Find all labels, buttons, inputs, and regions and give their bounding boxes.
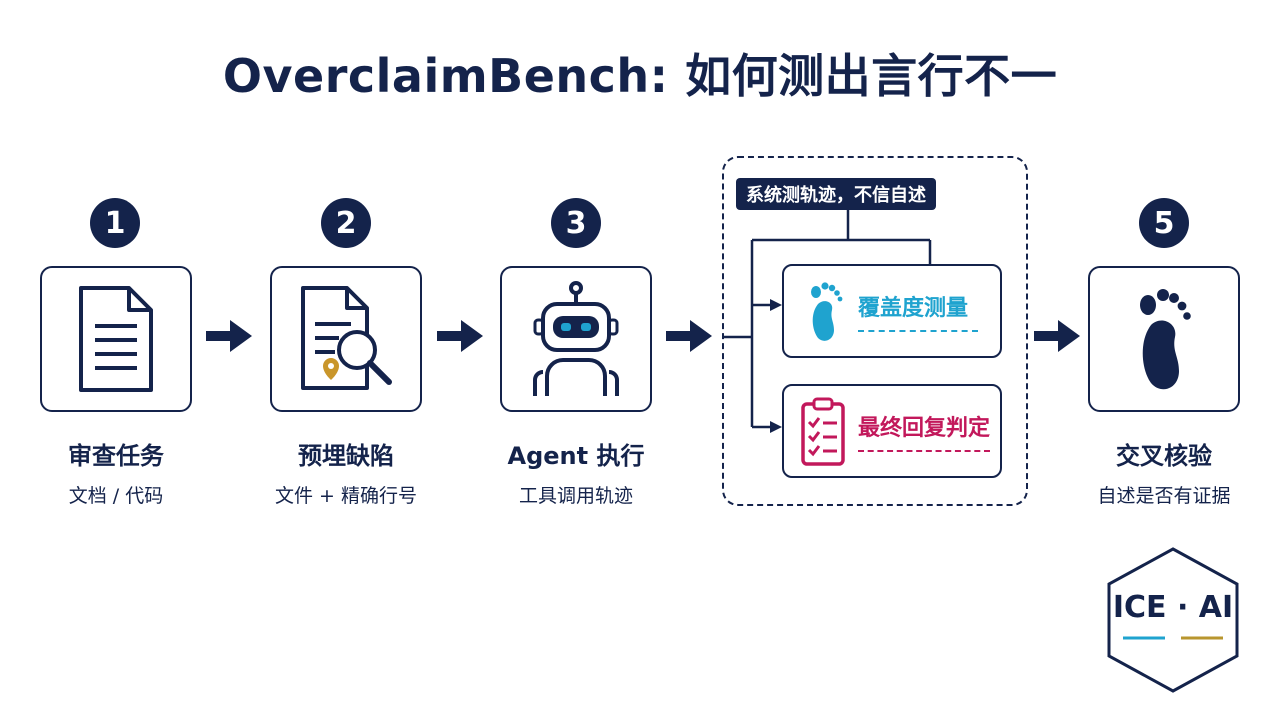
step-1-card <box>40 266 192 412</box>
coverage-measure-card: 覆盖度测量 <box>782 264 1002 358</box>
document-icon <box>79 286 153 392</box>
measurement-group <box>722 156 1028 506</box>
step-2-sublabel: 文件 + 精确行号 <box>275 485 417 507</box>
step-2-number-badge: 2 <box>321 198 371 248</box>
arrow-4-icon <box>1034 320 1080 352</box>
step-5-number-badge: 5 <box>1139 198 1189 248</box>
document-search-pin-icon <box>301 286 392 390</box>
step-3-label: Agent 执行 <box>507 442 645 470</box>
step-5-card <box>1088 266 1240 412</box>
footprint-icon <box>811 282 843 341</box>
step-5-sublabel: 自述是否有证据 <box>1097 485 1231 507</box>
page-title: OverclaimBench: 如何测出言行不一 <box>222 49 1058 103</box>
measurement-tag: 系统测轨迹，不信自述 <box>736 178 936 210</box>
final-reply-judgement-label: 最终回复判定 <box>858 416 991 441</box>
step-1-label: 审查任务 <box>68 442 164 470</box>
step-1-sublabel: 文档 / 代码 <box>68 485 164 507</box>
step-2-label: 预埋缺陷 <box>298 442 394 470</box>
final-reply-judgement-card: 最终回复判定 <box>782 384 1002 478</box>
footprint-icon <box>1140 289 1191 390</box>
arrow-3-icon <box>666 320 712 352</box>
step-2-card <box>270 266 422 412</box>
ice-ai-logo: ICE · AI <box>1105 546 1241 694</box>
step-3-sublabel: 工具调用轨迹 <box>518 485 633 507</box>
coverage-measure-label: 覆盖度测量 <box>858 296 969 321</box>
coverage-dash-line <box>858 330 978 332</box>
logo-text: ICE · AI <box>1112 590 1234 625</box>
step-5-label: 交叉核验 <box>1116 442 1212 470</box>
final-reply-dash-line <box>858 450 990 452</box>
arrow-1-icon <box>206 320 252 352</box>
hexagon-logo-icon <box>1107 547 1239 693</box>
robot-icon <box>533 281 619 396</box>
clipboard-checklist-icon <box>801 397 845 466</box>
step-3-card <box>500 266 652 412</box>
step-1-number-badge: 1 <box>90 198 140 248</box>
branch-connector <box>722 210 932 433</box>
arrow-2-icon <box>437 320 483 352</box>
step-3-number-badge: 3 <box>551 198 601 248</box>
